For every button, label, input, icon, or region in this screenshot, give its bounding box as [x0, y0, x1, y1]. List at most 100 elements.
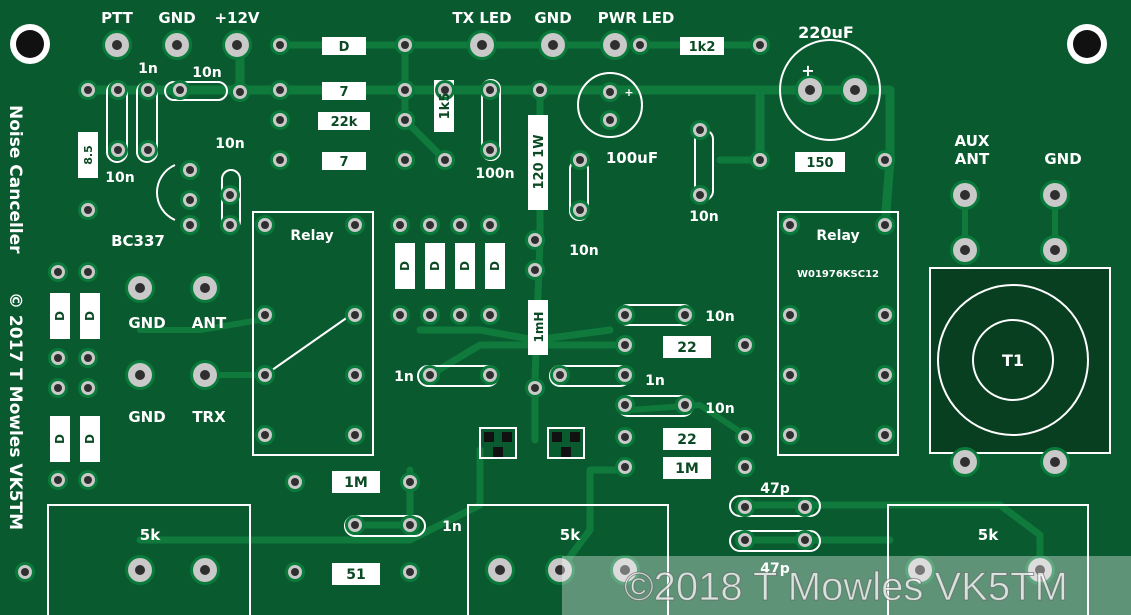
pad-hole	[54, 384, 62, 392]
pad-hole	[401, 41, 409, 49]
relay-left-label: Relay	[290, 228, 333, 244]
resistor-120: 120 1W	[532, 134, 547, 189]
pwr-led-label: PWR LED	[598, 9, 675, 27]
pad-hole	[426, 221, 434, 229]
resistor-1k5: 1k5	[438, 93, 453, 120]
v12-label: +12V	[214, 9, 259, 27]
pad-hole	[172, 40, 182, 50]
gnd-left1-label: GND	[128, 314, 165, 332]
pad-hole	[84, 476, 92, 484]
pad-hole	[236, 88, 244, 96]
pad-hole	[850, 85, 860, 95]
transistor-label: BC337	[111, 232, 165, 250]
pad-hole	[426, 311, 434, 319]
pad-hole	[441, 156, 449, 164]
gnd-left2-label: GND	[128, 408, 165, 426]
transformer-label: T1	[1002, 351, 1024, 370]
pad-hole	[200, 283, 210, 293]
pad-hole	[881, 311, 889, 319]
pad-hole	[144, 146, 152, 154]
resistor-1m-left: 1M	[344, 475, 368, 491]
cap-10n-left: 10n	[105, 170, 134, 186]
pad-hole	[576, 156, 584, 164]
cap-47p-a: 47p	[760, 481, 790, 497]
pad-hole	[786, 221, 794, 229]
pad-hole	[226, 221, 234, 229]
pad-hole	[576, 206, 584, 214]
resistor-7b: 7	[339, 155, 348, 170]
pad-hole	[881, 156, 889, 164]
diode-3: D	[458, 261, 472, 271]
gnd-top2-label: GND	[534, 9, 571, 27]
pad-hole	[960, 190, 970, 200]
pad-hole	[54, 268, 62, 276]
pad-hole	[555, 565, 565, 575]
pot-mid-value: 5k	[560, 526, 581, 544]
cap-10n-a: 10n	[705, 309, 734, 325]
pad-hole	[226, 191, 234, 199]
pad-hole	[276, 41, 284, 49]
cap-10n-b: 10n	[705, 401, 734, 417]
gnd-top1-label: GND	[158, 9, 195, 27]
pad-hole	[261, 431, 269, 439]
pad-hole	[636, 41, 644, 49]
diode-left-2: D	[83, 311, 97, 321]
resistor-22b: 22	[677, 432, 696, 448]
pad-hole	[351, 371, 359, 379]
pad-hole	[456, 311, 464, 319]
pad-hole	[786, 431, 794, 439]
diode-1: D	[398, 261, 412, 271]
pad-hole	[621, 341, 629, 349]
pad-hole	[756, 41, 764, 49]
pad-hole	[960, 457, 970, 467]
pad-hole	[531, 236, 539, 244]
capacitor-100uf-outline	[577, 72, 643, 138]
pad-hole	[135, 283, 145, 293]
pad-hole	[84, 268, 92, 276]
pad-hole	[351, 221, 359, 229]
resistor-22a: 22	[677, 340, 696, 356]
pad-hole	[112, 40, 122, 50]
pad-hole	[114, 146, 122, 154]
pad-hole	[801, 536, 809, 544]
pad-hole	[621, 371, 629, 379]
pad-hole	[621, 311, 629, 319]
pad-hole	[200, 565, 210, 575]
pad-hole	[406, 478, 414, 486]
pad-hole	[84, 86, 92, 94]
pad-hole	[144, 86, 152, 94]
pad-hole	[805, 85, 815, 95]
plus-sign-100: +	[624, 86, 633, 99]
pad-hole	[741, 433, 749, 441]
pad-hole	[610, 40, 620, 50]
pad-hole	[536, 86, 544, 94]
pad-hole	[1035, 565, 1045, 575]
capacitor-220uf-outline	[779, 39, 881, 141]
board-credit-vertical: © 2017 T Mowles VK5TM	[5, 292, 25, 530]
gnd-right-label: GND	[1044, 150, 1081, 168]
pad-hole	[486, 371, 494, 379]
diode-4: D	[488, 261, 502, 271]
pad-hole	[54, 476, 62, 484]
pad-hole	[276, 156, 284, 164]
relay-right-label: Relay	[816, 228, 859, 244]
cap-10n-mid: 10n	[215, 136, 244, 152]
pad-hole	[606, 116, 614, 124]
cap-100n: 100n	[475, 166, 514, 182]
pad-hole	[881, 371, 889, 379]
pad-hole	[406, 568, 414, 576]
pad-hole	[1050, 190, 1060, 200]
pad-hole	[84, 354, 92, 362]
pad-hole	[531, 384, 539, 392]
pad-hole	[406, 521, 414, 529]
trx-label: TRX	[192, 408, 226, 426]
pad-hole	[291, 568, 299, 576]
pad-hole	[84, 206, 92, 214]
pad-hole	[620, 565, 630, 575]
pad-hole	[741, 341, 749, 349]
pad-hole	[741, 503, 749, 511]
pot-outlines	[47, 504, 1089, 615]
pad-hole	[200, 370, 210, 380]
pad-hole	[621, 401, 629, 409]
pad-hole	[276, 116, 284, 124]
